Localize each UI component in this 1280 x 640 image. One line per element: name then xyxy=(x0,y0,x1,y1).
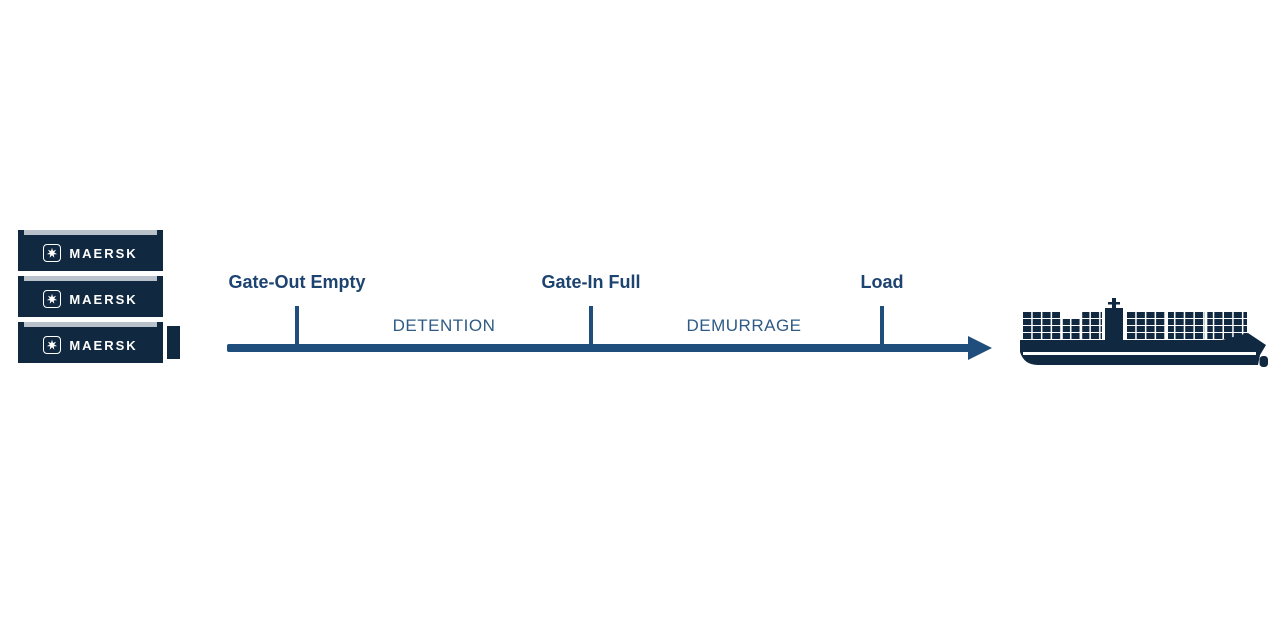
container-edge xyxy=(167,326,180,359)
timeline-line xyxy=(227,344,972,352)
segment-demurrage: DEMURRAGE xyxy=(686,316,802,335)
maersk-star-icon xyxy=(43,336,62,354)
tick-load xyxy=(880,306,884,344)
milestone-gate-in-full: Gate-In Full xyxy=(541,272,641,292)
container-stack: MAERSK MAERSK MAERSK xyxy=(18,230,180,368)
maersk-brand-label: MAERSK xyxy=(69,291,138,307)
milestone-gate-out-empty: Gate-Out Empty xyxy=(228,272,366,292)
maersk-star-icon xyxy=(43,290,62,308)
container-lid xyxy=(18,276,163,281)
maersk-brand-label: MAERSK xyxy=(69,337,138,353)
timeline-arrowhead-icon xyxy=(968,336,992,360)
container-ship-icon xyxy=(1020,298,1268,367)
maersk-star-icon xyxy=(43,244,62,262)
container-lid xyxy=(18,322,163,327)
maersk-brand-label: MAERSK xyxy=(69,245,138,261)
maersk-container: MAERSK xyxy=(18,276,163,317)
maersk-container: MAERSK xyxy=(18,230,163,271)
container-lid xyxy=(18,230,163,235)
maersk-container: MAERSK xyxy=(18,322,163,363)
tick-gate-out-empty xyxy=(295,306,299,344)
tick-gate-in-full xyxy=(589,306,593,344)
milestone-load: Load xyxy=(860,272,904,292)
segment-detention: DETENTION xyxy=(392,316,496,335)
